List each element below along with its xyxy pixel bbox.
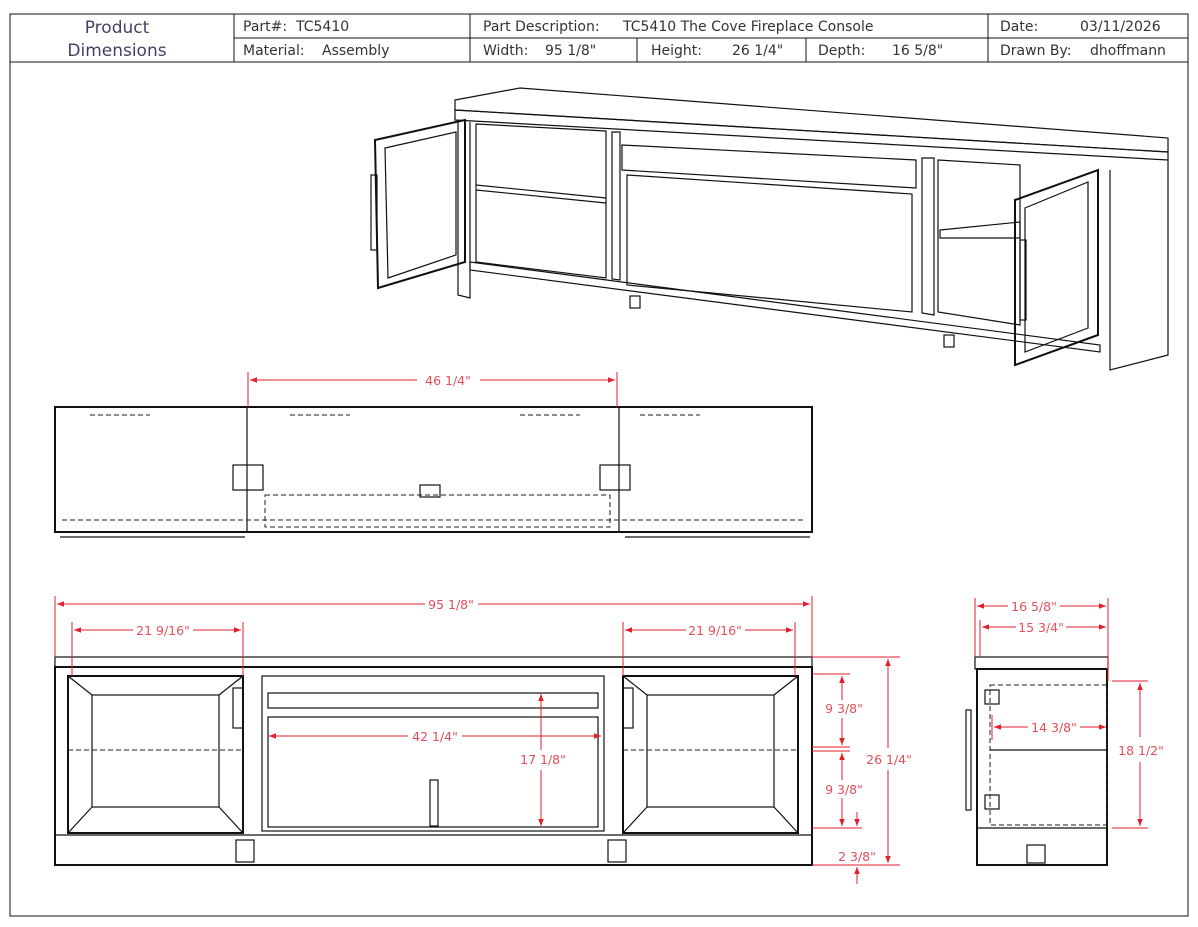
description-label: Part Description: <box>483 19 600 35</box>
drawn-by-value: dhoffmann <box>1090 43 1166 59</box>
description-value: TC5410 The Cove Fireplace Console <box>622 19 873 35</box>
height-value: 26 1/4" <box>732 43 783 59</box>
part-label: Part#: <box>243 19 287 35</box>
part-value: TC5410 <box>295 19 349 35</box>
dim-top-center-width: 46 1/4" <box>425 373 471 388</box>
dim-overall-width: 95 1/8" <box>428 597 474 612</box>
width-label: Width: <box>483 43 528 59</box>
material-value: Assembly <box>322 43 389 59</box>
height-label: Height: <box>651 43 702 59</box>
dim-lower-shelf-height: 9 3/8" <box>825 782 863 797</box>
dimension-labels: 46 1/4" 95 1/8" 21 9/16" 21 9/16" 42 1/4… <box>136 373 1164 864</box>
date-label: Date: <box>1000 19 1038 35</box>
dim-body-depth: 15 3/4" <box>1018 620 1064 635</box>
date-value: 03/11/2026 <box>1080 19 1161 35</box>
title-line-1: Product <box>85 18 150 38</box>
material-label: Material: <box>243 43 305 59</box>
dim-firebox-height: 17 1/8" <box>520 752 566 767</box>
depth-label: Depth: <box>818 43 865 59</box>
front-view <box>54 656 813 866</box>
dim-overall-height: 26 1/4" <box>866 752 912 767</box>
side-view <box>965 656 1109 866</box>
title-line-2: Dimensions <box>67 41 166 61</box>
top-view <box>54 406 813 538</box>
dim-firebox-width: 42 1/4" <box>412 729 458 744</box>
dim-upper-shelf-height: 9 3/8" <box>825 701 863 716</box>
drawn-by-label: Drawn By: <box>1000 43 1071 59</box>
depth-value: 16 5/8" <box>892 43 943 59</box>
dim-left-door-width: 21 9/16" <box>136 623 190 638</box>
dim-base-height: 2 3/8" <box>838 849 876 864</box>
dim-side-interior-height: 18 1/2" <box>1118 743 1164 758</box>
dim-overall-depth: 16 5/8" <box>1011 599 1057 614</box>
title-block: Product Dimensions Part#: TC5410 Part De… <box>9 13 1189 917</box>
isometric-view <box>370 87 1169 371</box>
width-value: 95 1/8" <box>545 43 596 59</box>
dim-right-door-width: 21 9/16" <box>688 623 742 638</box>
dim-interior-depth: 14 3/8" <box>1031 720 1077 735</box>
dimension-lines <box>54 372 1148 884</box>
